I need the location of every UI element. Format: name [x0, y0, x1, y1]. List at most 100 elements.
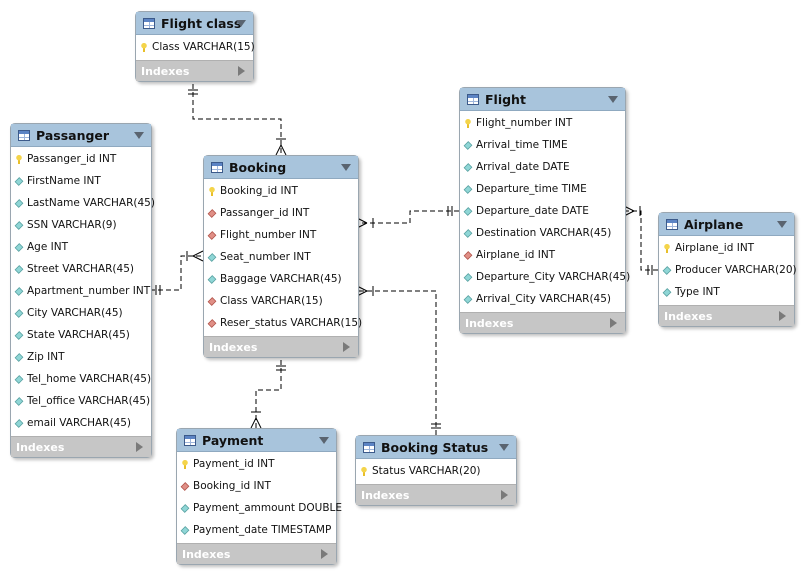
indexes-section[interactable]: Indexes — [204, 336, 358, 357]
column-row[interactable]: Street VARCHAR(45) — [11, 258, 151, 280]
column-row[interactable]: Producer VARCHAR(20) — [659, 259, 797, 281]
column-row[interactable]: Payment_date TIMESTAMP — [177, 519, 336, 541]
column-row[interactable]: Class VARCHAR(15) — [204, 290, 358, 312]
column-name: Passanger_id INT — [27, 153, 117, 165]
primary-key-icon — [208, 186, 216, 196]
column-row[interactable]: email VARCHAR(45) — [11, 412, 151, 434]
column-row[interactable]: Departure_time TIME — [460, 178, 625, 200]
indexes-label: Indexes — [16, 440, 65, 454]
entity-header[interactable]: Booking Status — [356, 436, 516, 459]
attribute-icon — [14, 418, 24, 428]
attribute-icon — [463, 184, 473, 194]
primary-key-icon — [15, 154, 23, 164]
column-name: email VARCHAR(45) — [27, 417, 132, 429]
column-row[interactable]: Seat_number INT — [204, 246, 358, 268]
column-row[interactable]: Arrival_date DATE — [460, 156, 625, 178]
column-row[interactable]: Apartment_number INT — [11, 280, 151, 302]
column-row[interactable]: FirstName INT — [11, 170, 151, 192]
entity-header[interactable]: Booking — [204, 156, 358, 179]
column-list: Class VARCHAR(15) — [136, 35, 255, 60]
column-name: Flight_number INT — [476, 117, 573, 129]
relationship-passanger-booking — [150, 250, 204, 295]
collapse-triangle-icon[interactable] — [499, 444, 509, 451]
column-row[interactable]: Departure_City VARCHAR(45) — [460, 266, 630, 288]
collapse-triangle-icon[interactable] — [777, 221, 787, 228]
column-row[interactable]: Type INT — [659, 281, 794, 303]
column-row[interactable]: Payment_ammount DOUBLE — [177, 497, 342, 519]
column-row[interactable]: Payment_id INT — [177, 453, 336, 475]
indexes-section[interactable]: Indexes — [136, 60, 253, 81]
expand-triangle-icon[interactable] — [321, 549, 328, 559]
column-row[interactable]: Baggage VARCHAR(45) — [204, 268, 358, 290]
indexes-label: Indexes — [465, 316, 514, 330]
entity-header[interactable]: Airplane — [659, 213, 794, 236]
table-icon — [184, 434, 196, 446]
column-row[interactable]: SSN VARCHAR(9) — [11, 214, 151, 236]
column-name: Tel_office VARCHAR(45) — [27, 395, 151, 407]
column-row[interactable]: Reser_status VARCHAR(15) — [204, 312, 362, 334]
entity-header[interactable]: Passanger — [11, 124, 151, 147]
attribute-icon — [207, 252, 217, 262]
column-row[interactable]: Booking_id INT — [177, 475, 336, 497]
column-row[interactable]: Status VARCHAR(20) — [356, 460, 516, 482]
table-icon — [143, 17, 155, 29]
entity-header[interactable]: Payment — [177, 429, 336, 452]
relationship-airplane-flight — [623, 205, 658, 275]
column-row[interactable]: Passanger_id INT — [204, 202, 358, 224]
attribute-icon — [14, 286, 24, 296]
column-row[interactable]: Airplane_id INT — [460, 244, 625, 266]
table-icon — [211, 161, 223, 173]
column-row[interactable]: Arrival_City VARCHAR(45) — [460, 288, 625, 310]
expand-triangle-icon[interactable] — [779, 311, 786, 321]
column-row[interactable]: Booking_id INT — [204, 180, 358, 202]
column-row[interactable]: Destination VARCHAR(45) — [460, 222, 625, 244]
column-name: Flight_number INT — [220, 229, 317, 241]
expand-triangle-icon[interactable] — [610, 318, 617, 328]
collapse-triangle-icon[interactable] — [236, 20, 246, 27]
attribute-icon — [14, 242, 24, 252]
column-row[interactable]: LastName VARCHAR(45) — [11, 192, 155, 214]
column-row[interactable]: Flight_number INT — [460, 112, 625, 134]
attribute-icon — [180, 525, 190, 535]
column-row[interactable]: City VARCHAR(45) — [11, 302, 151, 324]
expand-triangle-icon[interactable] — [136, 442, 143, 452]
column-row[interactable]: Class VARCHAR(15) — [136, 36, 255, 58]
indexes-section[interactable]: Indexes — [177, 543, 336, 564]
column-row[interactable]: Tel_office VARCHAR(45) — [11, 390, 151, 412]
collapse-triangle-icon[interactable] — [134, 132, 144, 139]
column-row[interactable]: Tel_home VARCHAR(45) — [11, 368, 151, 390]
column-row[interactable]: Airplane_id INT — [659, 237, 794, 259]
expand-triangle-icon[interactable] — [238, 66, 245, 76]
column-name: Departure_date DATE — [476, 205, 589, 217]
foreign-key-icon — [207, 208, 217, 218]
column-row[interactable]: Zip INT — [11, 346, 151, 368]
collapse-triangle-icon[interactable] — [319, 437, 329, 444]
entity-header[interactable]: Flight — [460, 88, 625, 111]
indexes-section[interactable]: Indexes — [659, 305, 794, 326]
column-row[interactable]: Flight_number INT — [204, 224, 358, 246]
column-row[interactable]: State VARCHAR(45) — [11, 324, 151, 346]
column-list: Status VARCHAR(20) — [356, 459, 516, 484]
collapse-triangle-icon[interactable] — [341, 164, 351, 171]
column-row[interactable]: Passanger_id INT — [11, 148, 151, 170]
collapse-triangle-icon[interactable] — [608, 96, 618, 103]
expand-triangle-icon[interactable] — [501, 490, 508, 500]
indexes-section[interactable]: Indexes — [460, 312, 625, 333]
column-row[interactable]: Arrival_time TIME — [460, 134, 625, 156]
indexes-section[interactable]: Indexes — [356, 484, 516, 505]
expand-triangle-icon[interactable] — [343, 342, 350, 352]
column-row[interactable]: Age INT — [11, 236, 151, 258]
relationship-flight-class-booking — [188, 84, 287, 156]
indexes-section[interactable]: Indexes — [11, 436, 151, 457]
attribute-icon — [463, 206, 473, 216]
entity-header[interactable]: Flight class — [136, 12, 253, 35]
column-row[interactable]: Departure_date DATE — [460, 200, 625, 222]
table-icon — [467, 93, 479, 105]
